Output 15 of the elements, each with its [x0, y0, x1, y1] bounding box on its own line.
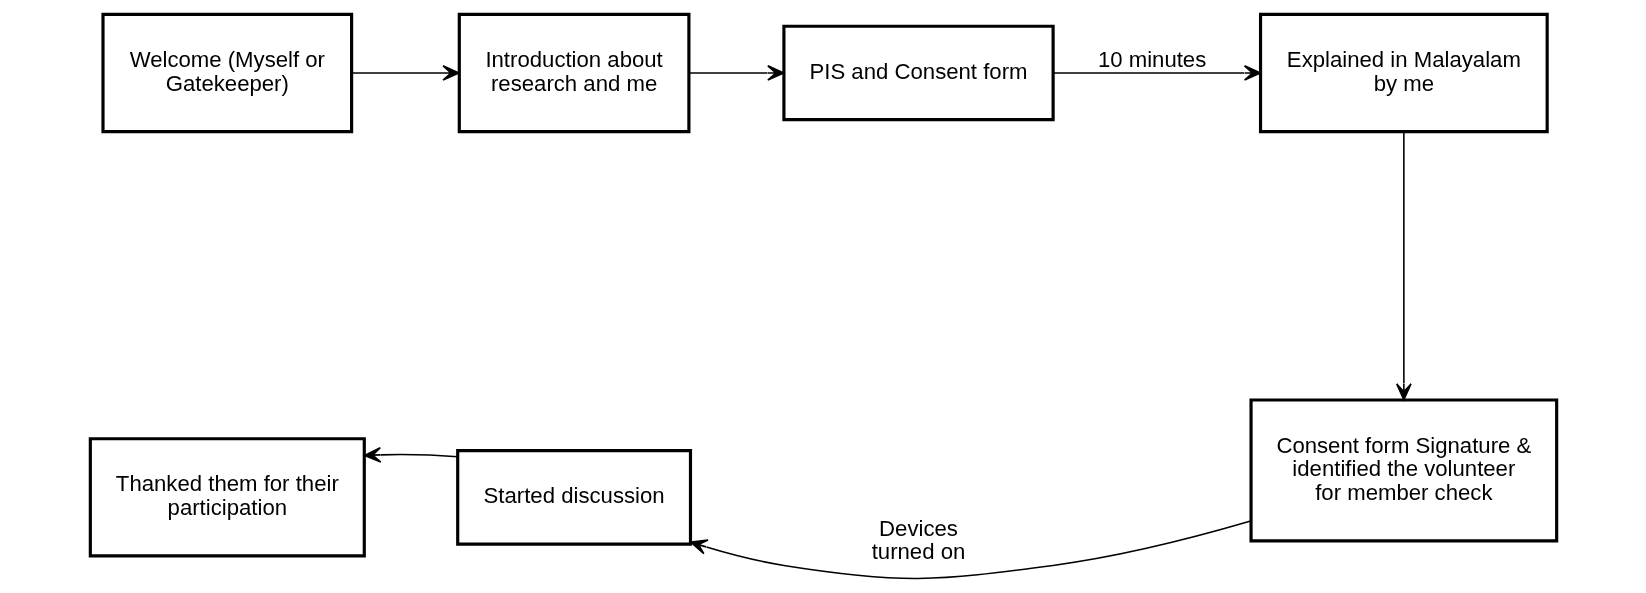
arrow	[350, 65, 460, 81]
arrow	[688, 65, 784, 81]
node-box: PIS and Consent form	[781, 24, 1055, 122]
arrow	[363, 446, 458, 463]
arrow	[1395, 130, 1412, 401]
edge-label: 10 minutes	[1097, 46, 1206, 72]
arrow	[689, 520, 1251, 580]
arrow	[1051, 65, 1261, 81]
node-box: Thanked them for their participation	[88, 437, 366, 558]
node-box: Welcome (Myself or Gatekeeper)	[100, 12, 353, 134]
node-box: Introduction about research and me	[457, 12, 690, 134]
node-box: Consent form Signature & identified the volunteer for member check	[1248, 398, 1558, 543]
node-box: Started discussion	[455, 449, 692, 546]
node-box: Explained in Malayalam by me	[1258, 12, 1549, 134]
edge-label: Devices turned on	[871, 515, 965, 565]
